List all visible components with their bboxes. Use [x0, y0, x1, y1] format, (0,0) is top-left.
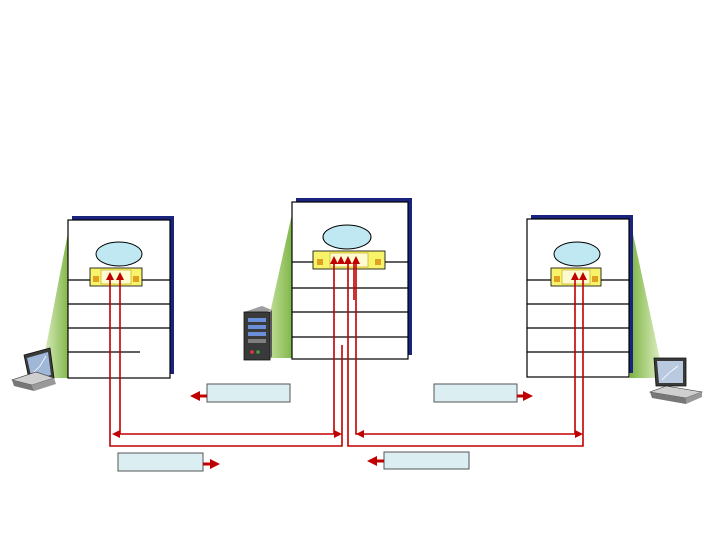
router-right [526, 215, 664, 378]
laptop-right-icon [648, 357, 704, 404]
server-tower-icon [243, 306, 272, 361]
laptop-left-icon [10, 347, 56, 391]
router-middle [260, 198, 412, 360]
path-right-inner [355, 262, 576, 435]
protocol-oval [95, 241, 143, 267]
arrowheads [106, 256, 587, 438]
path-left-inner [119, 262, 335, 435]
data-path [109, 262, 584, 447]
msg-top-right [433, 383, 533, 403]
wedge-right [630, 220, 664, 378]
protocol-oval [553, 241, 601, 267]
msg-bottom-right [367, 451, 470, 470]
msg-top-left [190, 383, 291, 403]
router-left [40, 216, 174, 379]
wedge-left [40, 222, 70, 378]
protocol-oval [322, 224, 372, 250]
path-right-outer [347, 262, 584, 447]
path-left-outer [109, 278, 343, 447]
msg-bottom-left [117, 452, 220, 472]
